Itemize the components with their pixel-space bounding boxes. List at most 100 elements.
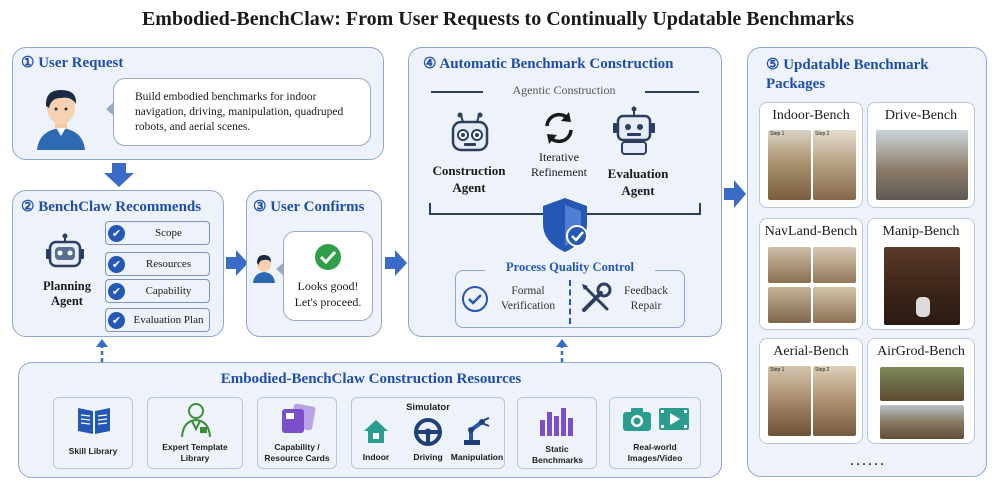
- indoor-thumb-1: [768, 130, 811, 200]
- dashed-arrow-up-1: [96, 339, 108, 362]
- book-icon: [78, 408, 110, 434]
- real-world-card: Real-world Images/Video: [609, 397, 701, 469]
- construction-panel: ④ Automatic Benchmark Construction Agent…: [408, 47, 722, 337]
- airgrod-thumb-1: [880, 367, 964, 401]
- step-label: Step 2: [815, 131, 830, 137]
- camera-icon: [623, 408, 651, 431]
- agentic-line-left: [431, 91, 483, 93]
- dashed-arrow-up-2: [556, 339, 568, 362]
- confirm-bubble-tail: [276, 263, 283, 275]
- more-ellipsis: ......: [850, 452, 886, 469]
- bar-chart-icon: [540, 408, 573, 436]
- simulator-card: Simulator Indoor Driving Manipulation: [351, 397, 505, 469]
- bench-airgrod[interactable]: AirGrod-Bench: [867, 338, 975, 444]
- user-request-panel: ① User Request Build embodied benchmarks…: [12, 47, 384, 160]
- sim-driving-label: Driving: [413, 452, 443, 462]
- sim-manipulation-label: Manipulation: [450, 452, 504, 462]
- bench-manip[interactable]: Manip-Bench: [867, 218, 975, 330]
- check-icon: ✔: [108, 225, 125, 242]
- construction-agent-label: Construction Agent: [432, 163, 506, 195]
- bench-aerial[interactable]: Aerial-Bench Step 1 Step 2: [759, 338, 863, 444]
- arrow-right-1: [226, 250, 248, 276]
- qc-title: Process Quality Control: [485, 260, 655, 275]
- agentic-subtitle: Agentic Construction: [512, 83, 616, 97]
- expert-person-icon: [181, 403, 211, 437]
- user-avatar-icon: [37, 90, 85, 150]
- step-label: Step 2: [815, 367, 830, 373]
- rec-item-scope: ✔ Scope: [105, 221, 210, 245]
- confirms-title: ③ User Confirms: [253, 199, 365, 215]
- check-icon: ✔: [108, 256, 125, 273]
- recommends-panel: ② BenchClaw Recommends Planning Agent ✔ …: [12, 190, 224, 337]
- user-request-text: Build embodied benchmarks for indoor nav…: [135, 91, 344, 133]
- resources-title: Embodied-BenchClaw Construction Resource…: [220, 371, 522, 387]
- planning-agent-label: Planning Agent: [43, 279, 91, 308]
- user-request-bubble: [113, 78, 371, 146]
- rec-item-evaluation-plan: ✔ Evaluation Plan: [105, 308, 210, 332]
- expert-template-label: Expert Template Library: [162, 442, 228, 463]
- bench-title: Manip-Bench: [882, 224, 960, 239]
- rec-item-resources: ✔ Resources: [105, 252, 210, 276]
- manip-robot-arm: [916, 297, 930, 317]
- construction-title: ④ Automatic Benchmark Construction: [423, 56, 674, 72]
- cards-icon: [282, 403, 316, 433]
- expert-template-card: Expert Template Library: [147, 397, 243, 469]
- real-world-label: Real-world Images/Video: [627, 442, 683, 463]
- robot-arm-icon: [464, 417, 490, 445]
- bench-drive[interactable]: Drive-Bench: [867, 102, 975, 208]
- bracket-left: [429, 203, 431, 215]
- navland-thumb-4: [813, 287, 856, 323]
- static-benchmarks-label: Static Benchmarks: [532, 444, 584, 465]
- house-icon: [364, 420, 388, 443]
- page-title: Embodied-BenchClaw: From User Requests t…: [141, 8, 855, 30]
- bracket-right: [699, 203, 701, 215]
- aerial-thumb-2: [813, 366, 856, 436]
- capability-cards-card: Capability / Resource Cards: [257, 397, 337, 469]
- bench-title: Aerial-Bench: [773, 344, 849, 359]
- bench-title: Drive-Bench: [884, 108, 958, 123]
- feedback-repair-label: Feedback Repair: [623, 285, 669, 312]
- evaluation-agent-label: Evaluation Agent: [607, 166, 669, 198]
- resources-panel: Embodied-BenchClaw Construction Resource…: [18, 362, 722, 478]
- bench-navland[interactable]: NavLand-Bench: [759, 218, 863, 330]
- rec-item-capability: ✔ Capability: [105, 279, 210, 303]
- confirms-panel: ③ User Confirms Looks good! Let's procee…: [246, 190, 382, 337]
- robot-icon: [46, 233, 84, 268]
- evaluation-robot-icon: [613, 106, 655, 155]
- tools-icon: [582, 282, 612, 312]
- navland-thumb-3: [768, 287, 811, 323]
- bench-indoor[interactable]: Indoor-Bench Step 1 Step 2: [759, 102, 863, 208]
- arrow-down-1: [104, 163, 134, 187]
- confirm-message: Looks good! Let's proceed.: [294, 279, 362, 309]
- recommends-title: ② BenchClaw Recommends: [21, 199, 202, 215]
- navland-thumb-2: [813, 247, 856, 283]
- arrow-right-2: [385, 250, 407, 276]
- bench-title: NavLand-Bench: [764, 224, 858, 239]
- sim-indoor-label: Indoor: [362, 452, 390, 462]
- user-small-avatar-icon: [253, 255, 275, 283]
- simulator-label: Simulator: [406, 402, 450, 413]
- user-request-title: ① User Request: [21, 55, 124, 71]
- video-icon: [659, 408, 689, 430]
- step-label: Step 1: [770, 131, 785, 137]
- check-icon: ✔: [108, 312, 125, 329]
- formal-verification-label: Formal Verification: [500, 285, 556, 312]
- steering-wheel-icon: [414, 418, 442, 446]
- static-benchmarks-card: Static Benchmarks: [517, 397, 597, 469]
- qc-divider: [569, 280, 571, 324]
- shield-check-icon: [543, 198, 588, 252]
- skill-library-card: Skill Library: [53, 397, 133, 469]
- capability-cards-label: Capability / Resource Cards: [264, 442, 330, 463]
- aerial-thumb-1: [768, 366, 811, 436]
- refresh-cycle-icon: [545, 112, 573, 144]
- skill-library-label: Skill Library: [68, 446, 118, 456]
- navland-thumb-1: [768, 247, 811, 283]
- packages-title: ⑤ Updatable Benchmark Packages: [766, 57, 929, 92]
- step-label: Step 1: [770, 367, 785, 373]
- check-icon: ✔: [108, 283, 125, 300]
- construction-robot-icon: [451, 112, 489, 152]
- airgrod-thumb-2: [880, 405, 964, 439]
- indoor-thumb-2: [813, 130, 856, 200]
- check-circle-icon: [315, 244, 341, 270]
- bench-title: Indoor-Bench: [772, 108, 850, 123]
